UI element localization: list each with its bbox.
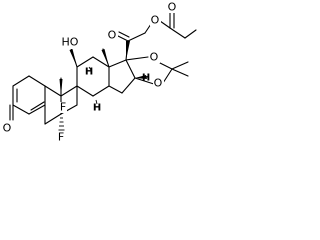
bond [30, 101, 45, 111]
bond [92, 56, 110, 68]
stereo-bonds [58, 41, 147, 131]
bond [184, 29, 197, 39]
acetal-oxygen-bottom-label: O [154, 77, 163, 90]
h-label: H [85, 67, 93, 78]
ketone-3-oxygen-label: O [3, 122, 12, 135]
acetal-oxygen-top-label: O [150, 51, 159, 64]
bond [92, 85, 110, 97]
bond [76, 56, 94, 68]
wedge-bond [69, 49, 77, 67]
label-background [107, 29, 118, 41]
label-background [61, 37, 80, 49]
label-background [55, 131, 65, 143]
ketone-oxygen-label: O [108, 29, 117, 42]
skeletal-bonds [9, 11, 197, 125]
chemical-structure-diagram: O O O HO O O F F O H H H [1, 1, 197, 144]
bond [76, 85, 94, 97]
hash-bond [95, 99, 98, 105]
bond [44, 85, 62, 97]
label-background [149, 51, 160, 63]
bond [171, 61, 189, 70]
label-background [1, 122, 12, 134]
bond [28, 104, 46, 115]
bond [169, 27, 186, 39]
bond [125, 56, 149, 61]
bond [108, 59, 127, 68]
fluorine-6-label: F [58, 131, 64, 144]
label-background [153, 77, 164, 89]
h-label: H [142, 73, 150, 84]
atom-labels: O O O HO O O F F O H H H [1, 1, 177, 144]
bond [118, 31, 130, 38]
wedge-bond [101, 49, 109, 67]
bond [117, 35, 129, 42]
carbonyl-oxygen-label: O [168, 1, 177, 14]
bond [60, 85, 78, 97]
ester-oxygen-label: O [151, 14, 160, 27]
label-background [150, 14, 161, 26]
hydroxy-label: HO [62, 36, 79, 49]
bond [171, 68, 189, 77]
hash-bond [88, 66, 92, 71]
label-background [58, 102, 67, 113]
bond [125, 59, 136, 79]
h-label: H [93, 103, 101, 114]
bond [12, 75, 30, 87]
bond [159, 62, 173, 70]
wedge-bond [135, 75, 147, 79]
bond [159, 20, 171, 29]
bond [12, 104, 30, 115]
bond [108, 85, 123, 94]
bond [162, 68, 173, 84]
bond [127, 32, 146, 42]
bond [28, 75, 46, 87]
label-background [166, 1, 177, 13]
wedge-bond [126, 41, 130, 60]
wedge-bond [59, 79, 63, 96]
fluorine-9-label: F [60, 101, 66, 114]
bond [44, 113, 62, 125]
bond [121, 77, 136, 94]
